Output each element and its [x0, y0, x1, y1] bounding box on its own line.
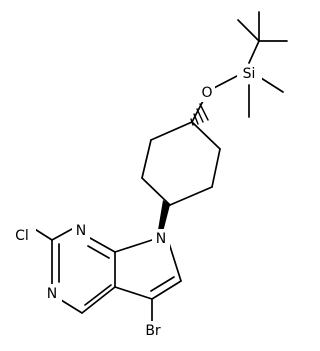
bond-c8-c7 [151, 280, 182, 300]
bond-c4-c4a-double [84, 284, 112, 306]
bond-c2-c1 [141, 177, 171, 206]
hashed-bond-c4-o [190, 103, 209, 126]
bond-n9-c7a [114, 239, 153, 253]
atom-si-label: Si [243, 66, 256, 82]
bond-c7a-n1 [89, 237, 116, 253]
bond-c4-c3 [150, 121, 193, 141]
atom-o-label: O [201, 85, 212, 101]
bond-c6-c5 [211, 148, 221, 188]
bond-n1-c2 [51, 228, 73, 241]
bond-c7-c4a [114, 286, 153, 300]
bond-si-me-right [260, 77, 284, 93]
bond-c5-c4 [191, 121, 221, 150]
bond-n9-c8 [167, 239, 182, 282]
atom-cl-label: Cl [15, 228, 29, 244]
bond-c3-c2 [141, 139, 152, 179]
atom-n1-label: N [76, 223, 86, 239]
bond-c1-c6 [169, 186, 213, 206]
wedge-bond-c1-n [158, 200, 170, 232]
bond-c4-c4a [81, 286, 116, 314]
atom-br-label: Br [145, 323, 161, 339]
atom-n3-label: N [47, 286, 57, 302]
bond-n3-c4 [60, 299, 83, 314]
atom-n9-label: N [156, 231, 166, 247]
bond-c8-c7-double [150, 276, 175, 292]
chemical-structure: Si O N Cl N N Br [15, 11, 288, 339]
bond-tbu-c-me1 [237, 19, 260, 42]
bond-si-tbu [248, 40, 260, 64]
bond-c7a-n1-double [87, 245, 110, 259]
